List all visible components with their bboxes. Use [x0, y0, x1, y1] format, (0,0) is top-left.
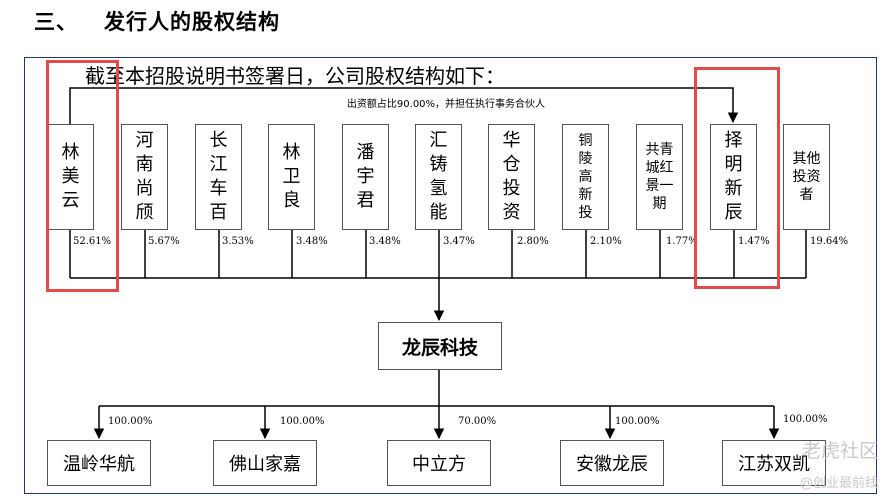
- section-heading: 三、 发行人的股权结构: [34, 6, 280, 36]
- shareholder-box-3: 长江车百: [195, 124, 242, 230]
- subsidiary-box-2: 佛山家嘉: [213, 440, 317, 486]
- shareholder-box-6: 汇铸氢能: [415, 124, 462, 230]
- shareholder-pct-5: 3.48%: [369, 236, 401, 247]
- shareholder-pct-4: 3.48%: [296, 236, 328, 247]
- section-title: 发行人的股权结构: [104, 10, 280, 34]
- shareholder-links: [69, 230, 807, 279]
- intro-text: 截至本招股说明书签署日，公司股权结构如下：: [85, 64, 505, 88]
- shareholder-pct-10: 1.47%: [738, 236, 770, 247]
- shareholder-box-8: 铜陵高新投: [562, 124, 609, 230]
- company-box: 龙辰科技: [378, 322, 502, 370]
- shareholder-box-10: 择明新辰: [710, 124, 757, 230]
- shareholder-box-7: 华仓投资: [488, 124, 535, 230]
- shareholder-pct-6: 3.47%: [443, 236, 475, 247]
- highlight-box-zemingxinchen: [694, 67, 780, 289]
- subsidiary-box-1: 温岭华航: [47, 440, 151, 486]
- subsidiary-pct-3: 70.00%: [458, 416, 497, 427]
- subsidiary-pct-2: 100.00%: [280, 416, 325, 427]
- subsidiary-pct-5: 100.00%: [783, 414, 828, 425]
- highlight-box-linmeiyun: [46, 60, 119, 292]
- shareholder-pct-8: 2.10%: [590, 236, 622, 247]
- shareholder-box-5: 潘宇君: [342, 124, 389, 230]
- watermark-logo: 老虎社区: [801, 440, 878, 462]
- diagram-frame: [24, 57, 877, 494]
- subsidiary-box-3: 中立方: [387, 440, 491, 486]
- shareholder-box-9: 共青城红景一期: [636, 124, 683, 230]
- subsidiary-box-4: 安徽龙辰: [560, 440, 664, 486]
- shareholder-pct-9: 1.77%: [666, 236, 698, 247]
- watermark-handle: @创业最前线: [799, 476, 878, 491]
- gp-arrow: [69, 87, 739, 124]
- shareholder-box-4: 林卫良: [268, 124, 315, 230]
- shareholder-box-1: 林美云: [47, 124, 94, 230]
- subsidiary-pct-1: 100.00%: [108, 416, 153, 427]
- shareholder-box-11: 其他投资者: [783, 124, 830, 230]
- shareholder-box-2: 河南尚颀: [121, 124, 168, 230]
- subsidiary-arrows: [93, 406, 780, 440]
- gp-note: 出资额占比90.00%，并担任执行事务合伙人: [346, 99, 546, 110]
- shareholder-pct-2: 5.67%: [148, 236, 180, 247]
- shareholder-pct-7: 2.80%: [517, 236, 549, 247]
- shareholder-pct-3: 3.53%: [222, 236, 254, 247]
- subsidiary-box-5: 江苏双凯: [722, 440, 826, 486]
- shareholder-pct-1: 52.61%: [73, 236, 112, 247]
- subsidiary-pct-4: 100.00%: [615, 416, 660, 427]
- section-number: 三、: [34, 10, 78, 34]
- shareholder-pct-11: 19.64%: [810, 236, 849, 247]
